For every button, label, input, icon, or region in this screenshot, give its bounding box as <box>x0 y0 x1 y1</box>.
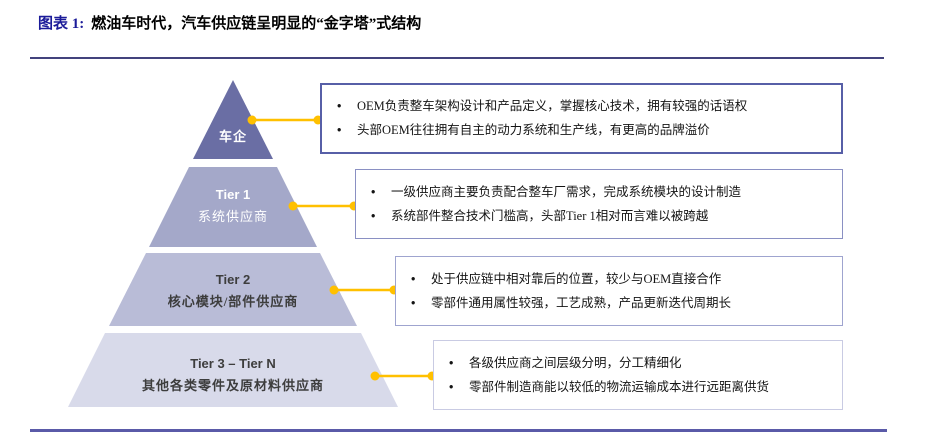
bullet-icon: • <box>337 99 342 113</box>
bullet-icon: • <box>449 355 454 370</box>
list-item: • 各级供应商之间层级分明，分工精细化 <box>434 354 842 373</box>
callout-box-tier3-n: • 各级供应商之间层级分明，分工精细化 • 零部件制造商能以较低的物流运输成本进行远… <box>433 340 843 410</box>
callout-2-list: • 一级供应商主要负责配合整车厂需求，完成系统模块的设计制造 • 系统部件整合技术门… <box>356 178 842 231</box>
pyramid-level-1-shape <box>193 80 273 159</box>
connector-dot-4a <box>370 371 380 381</box>
callout-4-bullet-2: 零部件制造商能以较低的物流运输成本进行远距离供货 <box>469 379 770 394</box>
callout-3-bullet-1: 处于供应链中相对靠后的位置，较少与OEM直接合作 <box>431 271 722 286</box>
connector-dot-2a <box>288 201 298 211</box>
list-item: • 处于供应链中相对靠后的位置，较少与OEM直接合作 <box>396 270 842 289</box>
callout-4-bullet-1: 各级供应商之间层级分明，分工精细化 <box>469 355 682 370</box>
top-divider <box>30 57 884 59</box>
list-item: • OEM负责整车架构设计和产品定义，掌握核心技术，拥有较强的话语权 <box>322 97 841 116</box>
list-item: • 零部件通用属性较强，工艺成熟，产品更新迭代周期长 <box>396 294 842 313</box>
pyramid-level-4-shape <box>68 333 398 407</box>
bullet-icon: • <box>411 295 416 310</box>
list-item: • 系统部件整合技术门槛高，头部Tier 1相对而言难以被跨越 <box>356 207 842 226</box>
figure-header: 图表 1: 燃油车时代，汽车供应链呈明显的“金字塔”式结构 <box>38 12 421 33</box>
pyramid-level-3-shape <box>109 253 357 326</box>
list-item: • 头部OEM往往拥有自主的动力系统和生产线，有更高的品牌溢价 <box>322 121 841 140</box>
list-item: • 一级供应商主要负责配合整车厂需求，完成系统模块的设计制造 <box>356 183 842 202</box>
bullet-icon: • <box>337 123 342 137</box>
connector-dot-3a <box>329 285 339 295</box>
callout-3-bullet-2: 零部件通用属性较强，工艺成熟，产品更新迭代周期长 <box>431 295 732 310</box>
callout-box-tier2: • 处于供应链中相对靠后的位置，较少与OEM直接合作 • 零部件通用属性较强，工艺成… <box>395 256 843 326</box>
figure-title: 燃油车时代，汽车供应链呈明显的“金字塔”式结构 <box>91 16 422 32</box>
bullet-icon: • <box>449 379 454 394</box>
callout-4-list: • 各级供应商之间层级分明，分工精细化 • 零部件制造商能以较低的物流运输成本进行远… <box>434 349 842 402</box>
list-item: • 零部件制造商能以较低的物流运输成本进行远距离供货 <box>434 378 842 397</box>
bottom-divider <box>30 429 887 432</box>
pyramid-level-2-shape <box>149 167 317 247</box>
callout-box-tier1: • 一级供应商主要负责配合整车厂需求，完成系统模块的设计制造 • 系统部件整合技术门… <box>355 169 843 239</box>
callout-3-list: • 处于供应链中相对靠后的位置，较少与OEM直接合作 • 零部件通用属性较强，工艺成… <box>396 265 842 318</box>
bullet-icon: • <box>371 184 376 199</box>
callout-1-bullet-2: 头部OEM往往拥有自主的动力系统和生产线，有更高的品牌溢价 <box>357 123 710 137</box>
connector-dot-1a <box>247 115 257 125</box>
callout-2-bullet-1: 一级供应商主要负责配合整车厂需求，完成系统模块的设计制造 <box>391 184 742 199</box>
callout-1-bullet-1: OEM负责整车架构设计和产品定义，掌握核心技术，拥有较强的话语权 <box>357 99 748 113</box>
figure-number-label: 图表 1: <box>38 16 85 32</box>
callout-1-list: • OEM负责整车架构设计和产品定义，掌握核心技术，拥有较强的话语权 • 头部OEM… <box>322 92 841 145</box>
callout-2-bullet-2: 系统部件整合技术门槛高，头部Tier 1相对而言难以被跨越 <box>391 208 709 223</box>
bullet-icon: • <box>411 271 416 286</box>
callout-box-oem: • OEM负责整车架构设计和产品定义，掌握核心技术，拥有较强的话语权 • 头部OEM… <box>320 83 843 154</box>
bullet-icon: • <box>371 208 376 223</box>
